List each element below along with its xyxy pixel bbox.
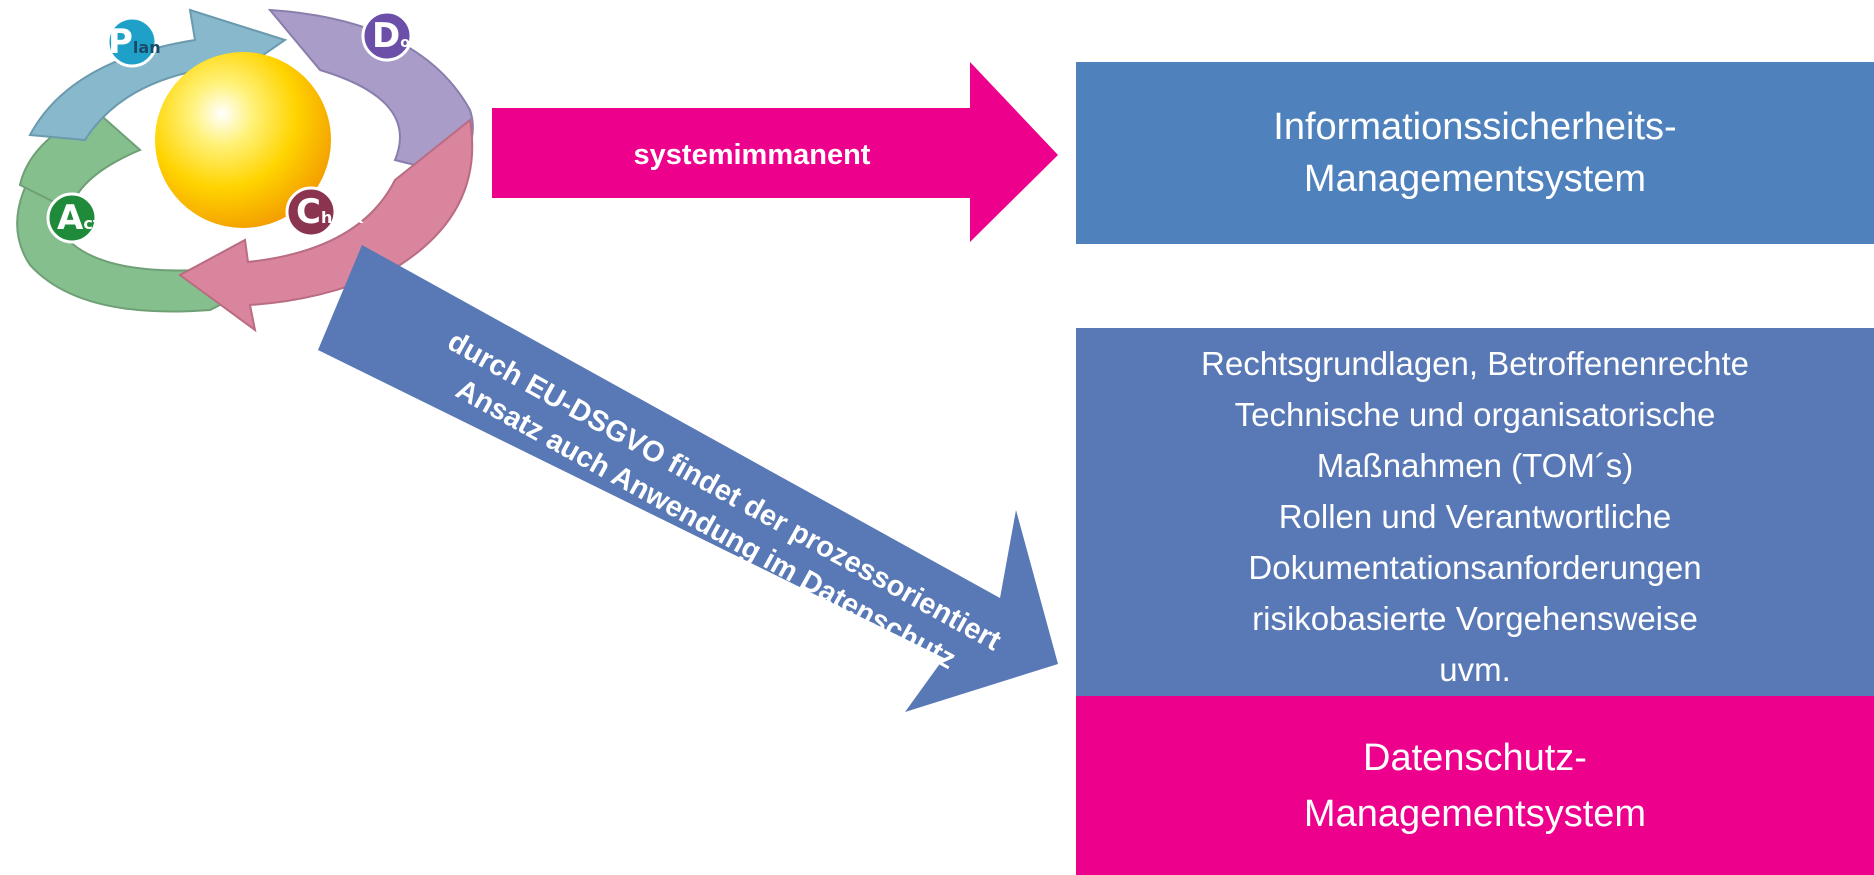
plan-label: Plan bbox=[108, 22, 161, 62]
do-label: Do bbox=[372, 16, 410, 56]
isms-title-line2: Managementsystem bbox=[1303, 158, 1647, 200]
dsms-title-line2: Managementsystem bbox=[1303, 792, 1647, 835]
requirement-item: uvm. bbox=[1439, 651, 1511, 688]
requirement-item: risikobasierte Vorgehensweise bbox=[1252, 600, 1698, 637]
check-badge bbox=[285, 186, 337, 238]
plan-badge bbox=[106, 16, 158, 68]
arrow-diagonal-shape bbox=[318, 245, 1058, 712]
plan-segment bbox=[28, 8, 288, 142]
isms-title-line1: Informationssicherheits- bbox=[1273, 106, 1677, 148]
arrow-top-shape bbox=[492, 62, 1058, 242]
requirement-item: Dokumentationsanforderungen bbox=[1248, 549, 1702, 586]
act-badge bbox=[46, 192, 98, 244]
check-segment bbox=[178, 118, 474, 333]
requirements-box: Rechtsgrundlagen, Betroffenenrechte Tech… bbox=[1076, 328, 1874, 696]
requirement-item: Technische und organisatorische bbox=[1234, 396, 1716, 433]
sun-ball bbox=[155, 52, 331, 228]
requirement-item: Rechtsgrundlagen, Betroffenenrechte bbox=[1201, 345, 1749, 382]
arrow-top-label: systemimmanent bbox=[633, 138, 871, 171]
do-badge bbox=[361, 10, 413, 62]
act-label: Act bbox=[57, 198, 101, 238]
requirement-item: Maßnahmen (TOM´s) bbox=[1316, 447, 1634, 484]
dsms-title-line1: Datenschutz- bbox=[1363, 736, 1587, 779]
dsms-box: Datenschutz- Managementsystem bbox=[1076, 696, 1874, 875]
isms-box: Informationssicherheits- Managementsyste… bbox=[1076, 62, 1874, 244]
requirement-item: Rollen und Verantwortliche bbox=[1278, 498, 1672, 535]
check-label: Check bbox=[296, 192, 364, 232]
